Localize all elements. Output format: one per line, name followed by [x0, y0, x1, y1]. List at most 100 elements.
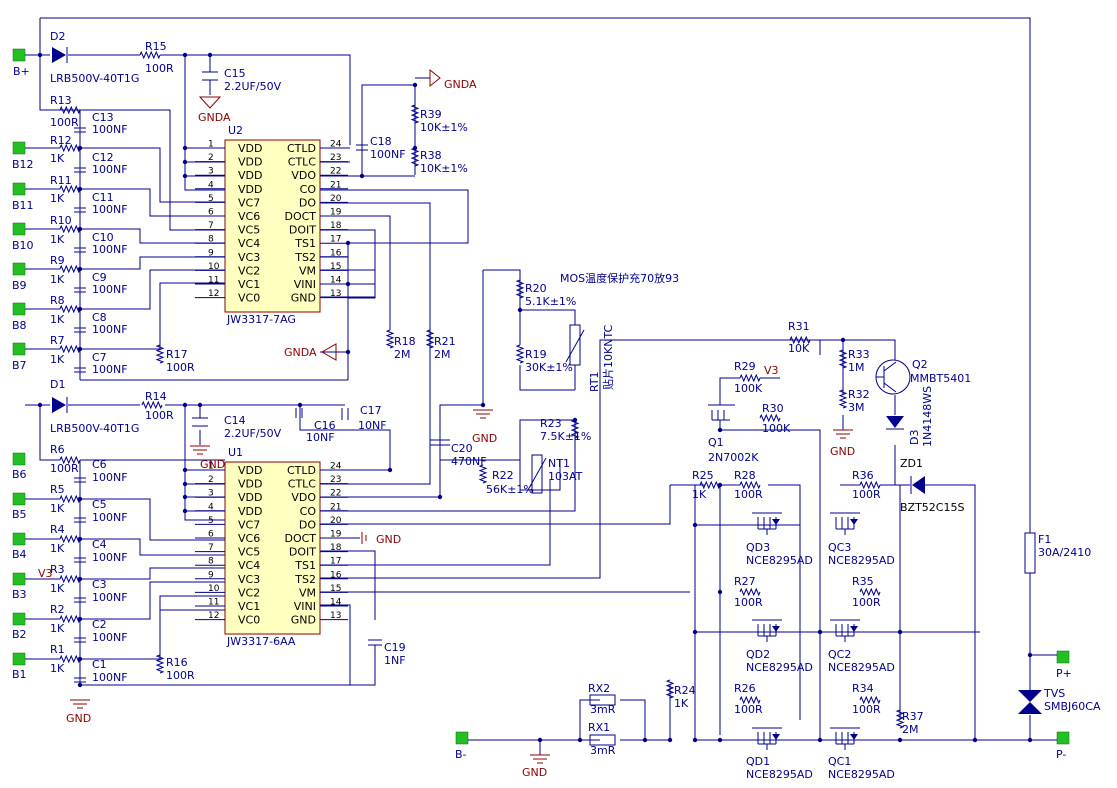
capacitor[interactable]	[74, 327, 86, 333]
port-b11[interactable]	[12, 182, 26, 196]
capacitor-c18[interactable]	[356, 144, 368, 151]
resistor-r28[interactable]	[739, 480, 761, 490]
resistor-r26[interactable]	[739, 695, 761, 705]
diode-d3[interactable]	[886, 416, 904, 430]
mosfet-qd2[interactable]	[752, 619, 782, 642]
capacitor-c20[interactable]	[430, 439, 450, 446]
mosfet-qc1[interactable]	[830, 727, 860, 750]
resistor-r15[interactable]	[139, 50, 161, 60]
shunt-rx2[interactable]	[589, 694, 616, 706]
mosfet-qc3[interactable]	[830, 512, 860, 535]
resistor-r1[interactable]	[59, 654, 81, 664]
capacitor-c14[interactable]	[192, 417, 208, 427]
mosfet-qd3[interactable]	[752, 512, 782, 535]
mosfet-qd1[interactable]	[752, 727, 782, 750]
port-b-plus[interactable]	[12, 48, 26, 62]
resistor-r35[interactable]	[859, 587, 881, 597]
port-b2[interactable]	[12, 612, 26, 626]
resistor-r32[interactable]	[838, 389, 848, 409]
resistor-r11[interactable]	[59, 184, 81, 194]
capacitor[interactable]	[74, 517, 86, 523]
resistor-r27[interactable]	[739, 587, 761, 597]
transistor-q2[interactable]	[875, 359, 911, 395]
resistor-r24[interactable]	[665, 679, 675, 699]
capacitor[interactable]	[74, 637, 86, 643]
resistor-r12[interactable]	[59, 143, 81, 153]
resistor-r22[interactable]	[478, 464, 488, 484]
thermistor-rt1[interactable]	[565, 324, 585, 366]
port-b-minus[interactable]	[455, 731, 469, 745]
capacitor-c17[interactable]	[341, 408, 349, 420]
port-p-plus[interactable]	[1056, 650, 1070, 664]
port-b8[interactable]	[12, 302, 26, 316]
capacitor[interactable]	[74, 167, 86, 173]
port-b7[interactable]	[12, 342, 26, 356]
svg-text:7.5K±1%: 7.5K±1%	[540, 430, 591, 443]
resistor-r29[interactable]	[739, 373, 761, 383]
svg-text:C14: C14	[224, 414, 246, 427]
port-b9[interactable]	[12, 262, 26, 276]
resistor-r18[interactable]	[385, 329, 395, 349]
resistor-r20[interactable]	[515, 279, 525, 299]
capacitor[interactable]	[74, 287, 86, 293]
pin-number: 15	[330, 262, 341, 272]
resistor-r5[interactable]	[59, 494, 81, 504]
capacitor[interactable]	[74, 207, 86, 213]
port-b12[interactable]	[12, 141, 26, 155]
capacitor[interactable]	[74, 597, 86, 603]
fuse-f1[interactable]	[1024, 532, 1036, 574]
diode-d1[interactable]: D1 LRB500V-40T1G	[50, 378, 139, 435]
resistor-r4[interactable]	[59, 534, 81, 544]
resistor-r21[interactable]	[425, 329, 435, 349]
resistor-r25[interactable]	[699, 480, 721, 490]
mosfet-q1[interactable]	[708, 404, 735, 430]
resistor-r31[interactable]	[789, 335, 811, 345]
port-b5[interactable]	[12, 492, 26, 506]
zener-zd1[interactable]	[910, 476, 925, 494]
resistor-r3[interactable]	[59, 574, 81, 584]
capacitor[interactable]	[74, 127, 86, 133]
resistor-r19[interactable]	[515, 344, 525, 364]
resistor-r36[interactable]	[859, 480, 881, 490]
resistor-r9[interactable]	[59, 264, 81, 274]
capacitor-c19[interactable]	[368, 639, 382, 646]
port-label-b3: B3	[12, 588, 27, 601]
capacitor[interactable]	[74, 367, 86, 373]
resistor-r14[interactable]	[141, 400, 163, 410]
resistor-r6[interactable]	[59, 455, 81, 465]
resistor-r7[interactable]	[59, 344, 81, 354]
resistor-r13[interactable]	[59, 105, 81, 115]
port-b10[interactable]	[12, 222, 26, 236]
port-p-minus[interactable]	[1056, 731, 1070, 745]
thermistor-nt1[interactable]	[527, 454, 547, 494]
tvs-diode[interactable]	[1018, 690, 1042, 714]
capacitor-c16[interactable]	[295, 408, 303, 418]
resistor-r8[interactable]	[59, 304, 81, 314]
resistor-r39[interactable]	[410, 104, 420, 124]
diode-d2[interactable]: D2 LRB500V-40T1G	[50, 30, 139, 85]
port-b1[interactable]	[12, 652, 26, 666]
resistor-r37[interactable]	[895, 709, 905, 729]
resistor-r34[interactable]	[859, 695, 881, 705]
shunt-rx1[interactable]	[589, 734, 616, 746]
port-b3[interactable]	[12, 572, 26, 586]
capacitor[interactable]	[74, 247, 86, 253]
svg-text:100NF: 100NF	[92, 283, 128, 296]
capacitor-c15[interactable]	[202, 71, 218, 81]
resistor-r2[interactable]	[59, 614, 81, 624]
resistor-r30[interactable]	[759, 413, 781, 423]
resistor-r38[interactable]	[410, 147, 420, 167]
resistor-r17[interactable]	[155, 344, 165, 364]
port-b4[interactable]	[12, 532, 26, 546]
resistor-r33[interactable]	[838, 349, 848, 369]
mosfet-qc2[interactable]	[830, 619, 860, 642]
capacitor[interactable]	[74, 677, 86, 683]
capacitor[interactable]	[74, 477, 86, 483]
port-b6[interactable]	[12, 452, 26, 466]
resistor-r23[interactable]	[570, 419, 580, 439]
resistor-r16[interactable]	[155, 654, 165, 674]
capacitor[interactable]	[74, 557, 86, 563]
resistor-r10[interactable]	[59, 224, 81, 234]
